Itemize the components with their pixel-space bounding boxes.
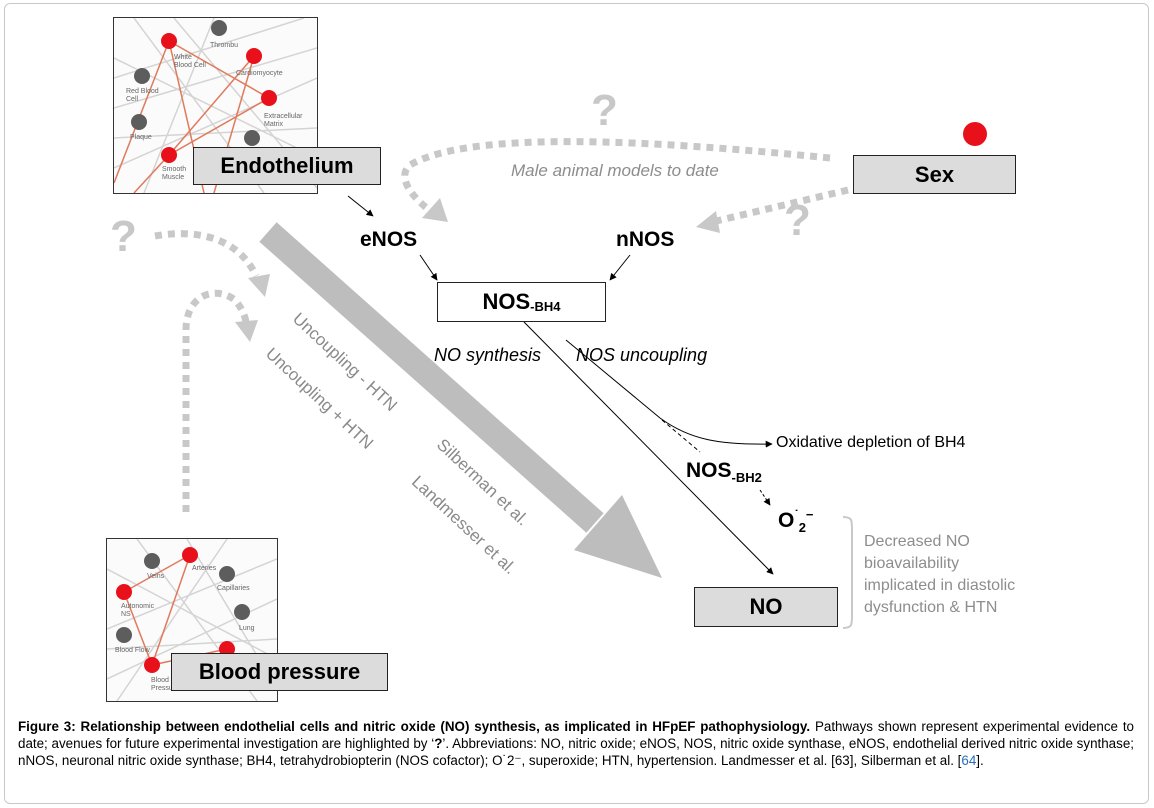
dotted-arrow-bp-to-uncoupling — [182, 289, 258, 512]
nos-bh2-subscript: -BH2 — [731, 470, 762, 486]
net-label: Thrombu — [210, 42, 239, 49]
arrow-nnos-nos — [609, 254, 631, 281]
caption-body-1: Pathways shown represent experimental ev… — [18, 719, 1134, 751]
nos-uncoupling-label: NOS uncoupling — [576, 345, 708, 365]
enos-label: eNOS — [360, 228, 418, 251]
nos-bh2-label: NOS-BH2 — [686, 459, 762, 485]
net-label: Blood Pressure — [151, 677, 180, 692]
nos-bh4-subscript: -BH4 — [530, 298, 561, 314]
arrow-oxidative-depletion — [659, 417, 773, 448]
arrow-nos-no — [523, 321, 774, 575]
net-label: Cardiomyocyte — [236, 70, 283, 77]
o2-subscript: 2 — [798, 520, 806, 536]
net-label: Capillaries — [217, 585, 250, 592]
superoxide-label: O˙2− — [778, 507, 814, 535]
net-label: Extracellular Matrix — [264, 113, 303, 128]
nnos-label: nNOS — [616, 228, 675, 251]
line-uncoupling — [565, 339, 661, 419]
o2-main: O — [778, 509, 795, 532]
net-label: Autonomic NS — [121, 603, 155, 618]
decreased-no-text: Decreased NO bioavailability implicated … — [864, 531, 1015, 619]
sex-red-node — [963, 122, 987, 146]
question-mark-top: ? — [591, 86, 618, 135]
caption-body-2: ’. Abbreviations: NO, nitric oxide; eNOS… — [18, 736, 1134, 768]
nos-bh4-box: NOS-BH4 — [437, 282, 606, 322]
caption-title: Figure 3: Relationship between endotheli… — [18, 719, 811, 734]
bracket — [842, 516, 853, 629]
o2-charge: − — [805, 507, 814, 522]
arrow-enos-nos — [419, 254, 438, 281]
arrow-bh2-o2 — [759, 489, 771, 506]
endothelium-box: Endothelium — [193, 147, 381, 185]
net-label: Plaque — [130, 134, 152, 141]
arrow-endothelium-enos — [347, 195, 374, 217]
question-mark-right: ? — [784, 196, 811, 245]
question-mark-left: ? — [110, 212, 137, 261]
net-label: Blood Flow — [115, 647, 150, 654]
decreased-no-line: bioavailability — [864, 555, 960, 572]
net-label: White Blood Cell — [174, 54, 206, 69]
net-label: Red Blood Cell — [126, 88, 159, 103]
oxidative-depletion-label: Oxidative depletion of BH4 — [776, 434, 966, 451]
blood-pressure-box: Blood pressure — [171, 653, 388, 691]
caption-qmark: ? — [434, 736, 443, 751]
no-synthesis-label: NO synthesis — [434, 345, 542, 365]
dotted-arrow-question-to-uncoupling — [154, 230, 270, 297]
figure-frame — [4, 3, 1149, 804]
net-label: Arteries — [192, 565, 217, 572]
decreased-no-line: implicated in diastolic — [864, 577, 1016, 594]
big-grey-arrow — [259, 222, 662, 578]
net-label: Veins — [147, 573, 165, 580]
nos-bh4-label: NOS — [482, 289, 531, 314]
net-label: Smooth Muscle — [162, 166, 187, 181]
dashed-line-bh2 — [661, 419, 701, 453]
network-graph-top — [114, 18, 317, 193]
dotted-arrow-sex-to-enos — [401, 138, 831, 222]
reference-link[interactable]: 64 — [961, 753, 977, 768]
o2-radical: ˙ — [794, 507, 799, 522]
no-box: NO — [694, 587, 838, 627]
nos-bh2-main: NOS — [686, 459, 732, 482]
figure-caption: Figure 3: Relationship between endotheli… — [18, 718, 1134, 769]
dotted-arrow-sex-to-nnos — [696, 186, 849, 233]
caption-body-3: ]. — [976, 753, 984, 768]
male-models-label: Male animal models to date — [511, 161, 719, 180]
sex-box: Sex — [853, 155, 1016, 194]
decreased-no-line: Decreased NO — [864, 533, 970, 550]
decreased-no-line: dysfunction & HTN — [864, 599, 998, 616]
net-label: Lung — [239, 625, 255, 632]
